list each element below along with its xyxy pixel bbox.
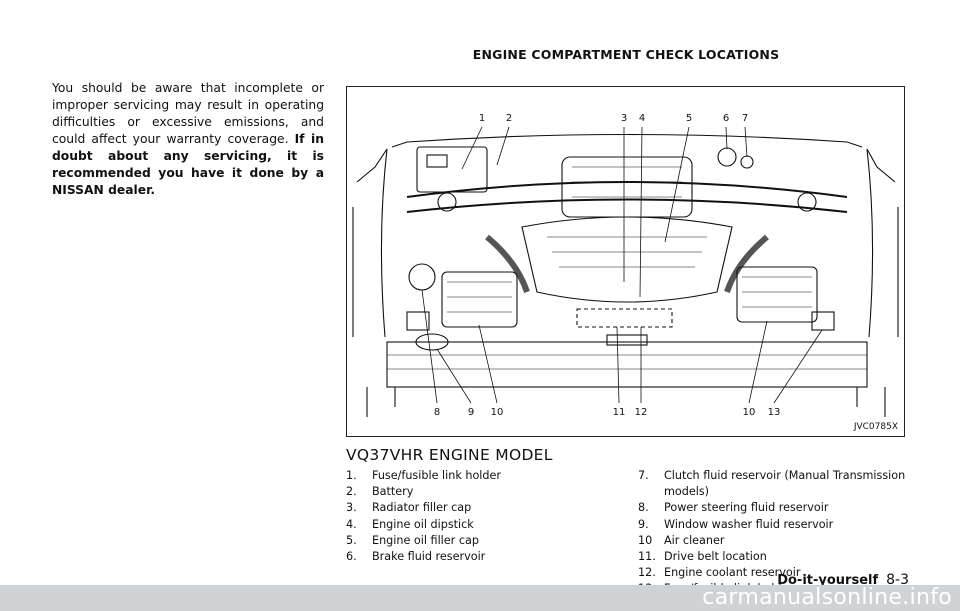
legend-text: Radiator filler cap — [372, 501, 472, 515]
intro-text: You should be aware that incomplete or i… — [52, 81, 324, 146]
legend-num: 3. — [346, 501, 357, 515]
callout-8: 8 — [434, 407, 440, 418]
callout-3: 3 — [621, 113, 627, 124]
legend-num: 9. — [638, 517, 649, 531]
callout-9: 9 — [468, 407, 474, 418]
legend-num: 2. — [346, 485, 357, 499]
intro-bold-text: If in doubt about any servicing, it is r… — [52, 132, 324, 197]
callout-12: 12 — [635, 407, 648, 418]
legend-item: 9. Window washer fluid reservoir — [638, 517, 906, 533]
legend-text: Engine oil dipstick — [372, 517, 474, 531]
engine-illustration: 1 2 3 4 5 6 7 8 9 10 11 12 10 13 — [352, 113, 899, 418]
legend-text: Air cleaner — [664, 533, 725, 547]
legend-item: 6. Brake fluid reservoir — [346, 549, 606, 565]
legend-item: 10 Air cleaner — [638, 533, 906, 549]
legend-list-left: 1. Fuse/fusible link holder 2. Battery 3. R… — [346, 468, 606, 565]
page-number: 8-3 — [886, 572, 909, 588]
legend-text: Fuse/fusible link holder — [372, 469, 501, 482]
legend-num: 4. — [346, 517, 357, 531]
legend-num: 7. — [638, 469, 649, 482]
legend-item: 7. Clutch fluid reservoir (Manual Transmi… — [638, 468, 906, 500]
legend-num: 6. — [346, 550, 357, 564]
callout-13: 13 — [768, 407, 781, 418]
engine-compartment-figure: 1 2 3 4 5 6 7 8 9 10 11 12 10 13 JVC0785… — [346, 86, 905, 437]
legend-item: 4. Engine oil dipstick — [346, 517, 606, 533]
callout-10-left: 10 — [491, 407, 504, 418]
legend-item: 8. Power steering fluid reservoir — [638, 500, 906, 516]
legend-text: Engine coolant reservoir — [664, 566, 801, 580]
legend-item: 5. Engine oil filler cap — [346, 533, 606, 549]
legend-text: Brake fluid reservoir — [372, 550, 486, 564]
callout-1: 1 — [479, 113, 485, 124]
page-footer: Do-it-yourself 8-3 — [777, 572, 909, 588]
figure-code: JVC0785X — [853, 422, 898, 432]
callout-7: 7 — [742, 113, 748, 124]
legend-num: 5. — [346, 533, 357, 547]
legend-item: 3. Radiator filler cap — [346, 500, 606, 516]
intro-paragraph: You should be aware that incomplete or i… — [52, 80, 324, 199]
legend-list-right: 7. Clutch fluid reservoir (Manual Transmi… — [638, 468, 906, 598]
legend-text: Drive belt location — [664, 550, 767, 564]
callout-6: 6 — [723, 113, 729, 124]
watermark: carmanualsonline.info — [0, 585, 960, 611]
legend-num: 10 — [638, 533, 653, 547]
callout-4: 4 — [639, 113, 645, 124]
legend-text: Engine oil filler cap — [372, 533, 479, 547]
legend-item: 12. Engine coolant reservoir — [638, 565, 906, 581]
legend-item: 11. Drive belt location — [638, 549, 906, 565]
page-section-title: ENGINE COMPARTMENT CHECK LOCATIONS — [472, 47, 780, 62]
legend-num: 8. — [638, 501, 649, 515]
legend-item: 1. Fuse/fusible link holder — [346, 468, 606, 484]
footer-section: Do-it-yourself — [777, 573, 879, 588]
legend-text: Power steering fluid reservoir — [664, 501, 829, 515]
legend-num: 12. — [638, 566, 656, 580]
legend-num: 1. — [346, 469, 357, 482]
callout-2: 2 — [506, 113, 512, 124]
legend-text: Battery — [372, 485, 414, 499]
engine-model-title: VQ37VHR ENGINE MODEL — [346, 446, 553, 464]
legend-text: Clutch fluid reservoir (Manual Transmiss… — [664, 469, 906, 499]
legend-text: Window washer fluid reservoir — [664, 517, 834, 531]
callout-11: 11 — [613, 407, 626, 418]
callout-5: 5 — [686, 113, 692, 124]
legend-item: 2. Battery — [346, 484, 606, 500]
callout-10-right: 10 — [743, 407, 756, 418]
legend-num: 11. — [638, 550, 656, 564]
